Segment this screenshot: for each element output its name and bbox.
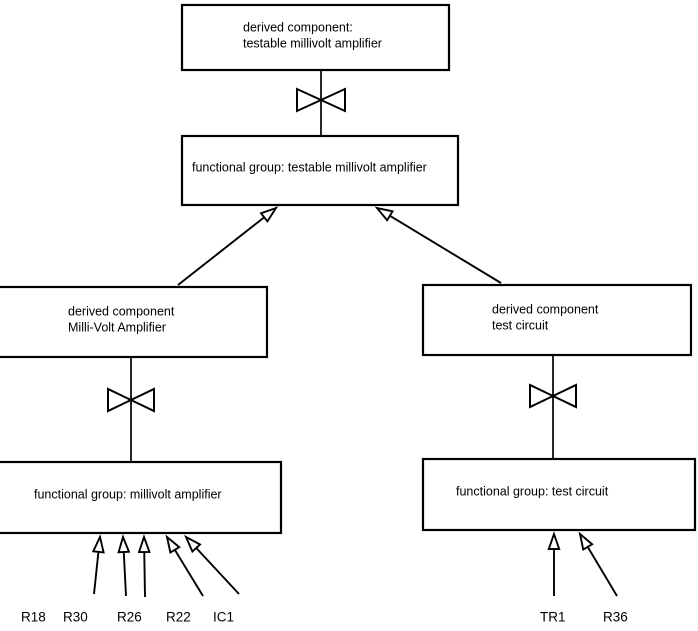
leaf-part-label: IC1 bbox=[213, 610, 234, 625]
leaf-arrowhead-icon bbox=[184, 534, 202, 554]
box-outline bbox=[0, 285, 269, 359]
box-fg-test-circuit[interactable]: functional group: test circuit bbox=[421, 457, 697, 532]
box-label-line: derived component bbox=[68, 304, 175, 318]
box-label-line: functional group: test circuit bbox=[456, 484, 609, 498]
bowtie-right-triangle bbox=[318, 87, 346, 113]
leaf-arrowhead-icon bbox=[91, 534, 105, 554]
box-outline bbox=[421, 457, 697, 532]
leaf-layer: R18 R30 R26 R22 IC1 TR1 R36 bbox=[21, 531, 628, 625]
bowtie-right-triangle bbox=[128, 387, 155, 413]
box-fg-millivolt-amplifier[interactable]: functional group: millivolt amplifier bbox=[0, 460, 283, 535]
leaf-tr1[interactable]: TR1 bbox=[540, 531, 566, 625]
arrow-testcircuit-to-testable bbox=[374, 206, 502, 284]
leaf-arrowhead-icon bbox=[137, 534, 151, 554]
leaf-ic1[interactable]: IC1 bbox=[184, 534, 240, 625]
leaf-r26[interactable]: R26 bbox=[117, 534, 151, 625]
box-fg-testable-millivolt-amplifier[interactable]: functional group: testable millivolt amp… bbox=[180, 134, 460, 207]
bowtie-left-triangle bbox=[529, 383, 556, 409]
leaf-r18[interactable]: R18 bbox=[21, 534, 105, 625]
box-derived-testable-millivolt-amplifier[interactable]: derived component: testable millivolt am… bbox=[180, 3, 451, 72]
leaf-r30[interactable]: R30 bbox=[63, 534, 131, 625]
leaf-part-label: TR1 bbox=[540, 610, 566, 625]
box-outline bbox=[421, 283, 693, 357]
bowtie-top bbox=[296, 70, 346, 136]
box-label-line: derived component bbox=[492, 302, 599, 316]
box-label-line: Milli-Volt Amplifier bbox=[68, 320, 166, 334]
arrow-layer bbox=[177, 206, 502, 286]
generalization-arrowhead-icon bbox=[374, 206, 395, 222]
generalization-line bbox=[177, 207, 277, 286]
box-label-line: test circuit bbox=[492, 318, 549, 332]
leaf-arrowhead-icon bbox=[547, 531, 561, 550]
box-label-line: testable millivolt amplifier bbox=[243, 36, 382, 50]
box-outline bbox=[0, 460, 283, 535]
leaf-r22[interactable]: R22 bbox=[165, 534, 204, 625]
box-label-line: functional group: testable millivolt amp… bbox=[192, 160, 427, 174]
leaf-part-label: R22 bbox=[166, 610, 191, 625]
bowtie-left-triangle bbox=[107, 387, 134, 413]
generalization-line bbox=[376, 207, 502, 284]
box-derived-test-circuit[interactable]: derived component test circuit bbox=[421, 283, 693, 357]
bowtie-right bbox=[529, 355, 577, 459]
bowtie-left-triangle bbox=[296, 87, 324, 113]
leaf-arrowhead-icon bbox=[165, 534, 181, 555]
box-label-line: functional group: millivolt amplifier bbox=[34, 487, 222, 501]
connector-layer bbox=[107, 70, 577, 462]
leaf-part-label: R36 bbox=[603, 610, 628, 625]
leaf-arrowhead-icon bbox=[117, 534, 131, 554]
generalization-arrowhead-icon bbox=[259, 206, 279, 223]
leaf-r36[interactable]: R36 bbox=[578, 531, 628, 625]
bowtie-left bbox=[107, 357, 155, 462]
arrow-millivolt-to-testable bbox=[177, 206, 279, 286]
leaf-part-label: R26 bbox=[117, 610, 142, 625]
leaf-part-label: R18 bbox=[21, 610, 46, 625]
leaf-arrowhead-icon bbox=[578, 531, 594, 552]
box-label-line: derived component: bbox=[243, 20, 353, 34]
leaf-part-label: R30 bbox=[63, 610, 88, 625]
box-outline bbox=[180, 134, 460, 207]
box-layer: derived component: testable millivolt am… bbox=[0, 3, 697, 535]
box-outline bbox=[180, 3, 451, 72]
bowtie-right-triangle bbox=[550, 383, 577, 409]
